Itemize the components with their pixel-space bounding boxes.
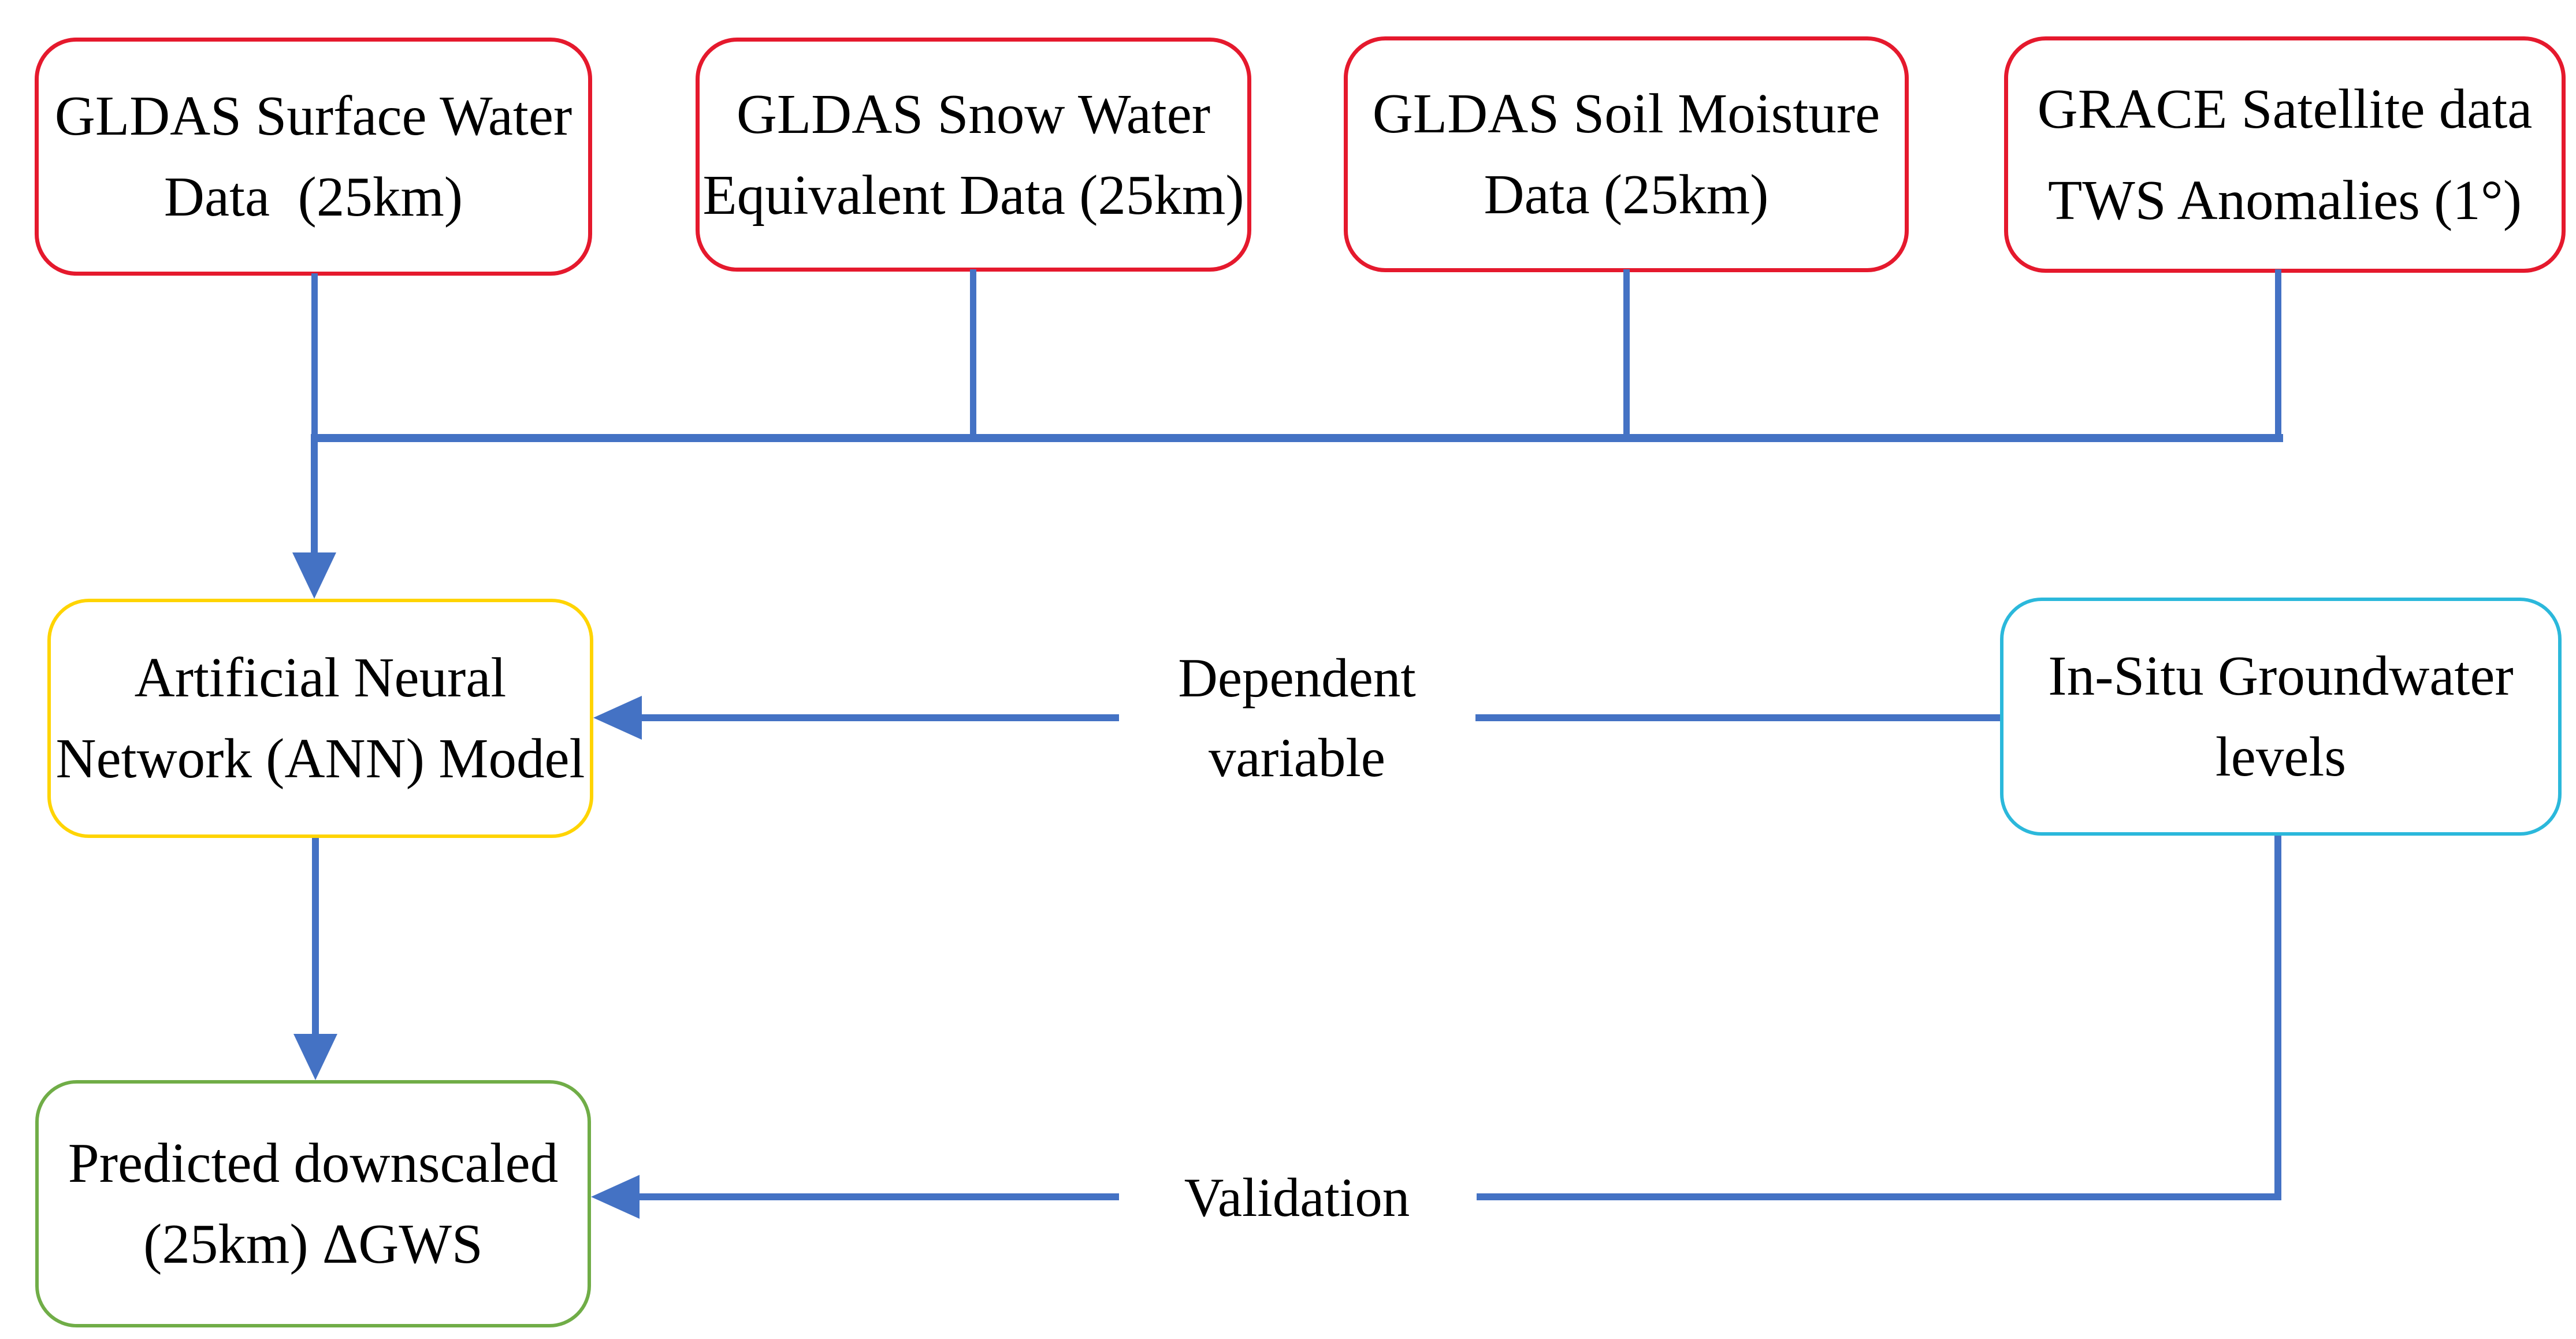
box-label-line: TWS Anomalies (1°): [2047, 169, 2522, 231]
box-label-line: Equivalent Data (25km): [702, 164, 1244, 226]
label-line: variable: [1198, 718, 1396, 798]
box-label-line: GLDAS Snow Water: [736, 83, 1211, 145]
label-dependent-variable: Dependent variable: [1121, 636, 1473, 800]
label-validation: Validation: [1121, 1157, 1473, 1238]
box-label-line: GRACE Satellite data: [2037, 77, 2533, 140]
arrowhead-left-icon: [591, 1175, 640, 1219]
arrowhead-down-icon: [292, 552, 336, 599]
label-line: Dependent: [1168, 638, 1426, 718]
box-label-line: Data (25km): [163, 166, 463, 228]
box-gldas-snow-water: GLDAS Snow Water Equivalent Data (25km): [696, 38, 1251, 272]
box-gldas-soil-moisture: GLDAS Soil Moisture Data (25km): [1344, 36, 1909, 272]
connector-drop-grace: [2275, 269, 2281, 438]
arrowhead-left-icon: [593, 696, 642, 740]
box-insitu-groundwater: In-Situ Groundwater levels: [2000, 598, 2562, 836]
box-label-line: Artificial Neural: [134, 647, 507, 709]
box-gldas-surface-water: GLDAS Surface Water Data (25km): [35, 38, 592, 276]
box-grace-satellite-data: GRACE Satellite data TWS Anomalies (1°): [2004, 36, 2566, 273]
connector-bus-to-ann: [311, 434, 318, 557]
connector-ann-to-predicted: [312, 838, 319, 1034]
connector-dependent-right: [1475, 714, 2000, 721]
box-predicted-downscaled-gws: Predicted downscaled (25km) ΔGWS: [35, 1080, 591, 1327]
connector-validation-right: [1477, 1193, 2281, 1200]
connector-drop-soil-moisture: [1623, 269, 1630, 438]
box-label-line: (25km) ΔGWS: [143, 1213, 483, 1275]
connector-drop-surface-water: [311, 273, 318, 438]
box-label-line: GLDAS Surface Water: [54, 85, 573, 147]
connector-horizontal-bus: [311, 434, 2283, 442]
box-ann-model: Artificial Neural Network (ANN) Model: [47, 599, 593, 838]
box-label-line: Data (25km): [1484, 164, 1769, 225]
arrowhead-down-icon: [293, 1034, 337, 1080]
connector-validation-left: [636, 1193, 1119, 1200]
box-label-line: In-Situ Groundwater: [2048, 645, 2514, 707]
connector-dependent-left: [638, 714, 1119, 721]
box-label-line: levels: [2215, 726, 2347, 788]
box-label-line: Predicted downscaled: [68, 1132, 559, 1194]
label-line: Validation: [1173, 1158, 1421, 1237]
connector-drop-snow-water: [970, 269, 976, 438]
box-label-line: GLDAS Soil Moisture: [1372, 83, 1880, 144]
box-label-line: Network (ANN) Model: [55, 728, 585, 789]
connector-insitu-drop: [2274, 836, 2281, 1200]
